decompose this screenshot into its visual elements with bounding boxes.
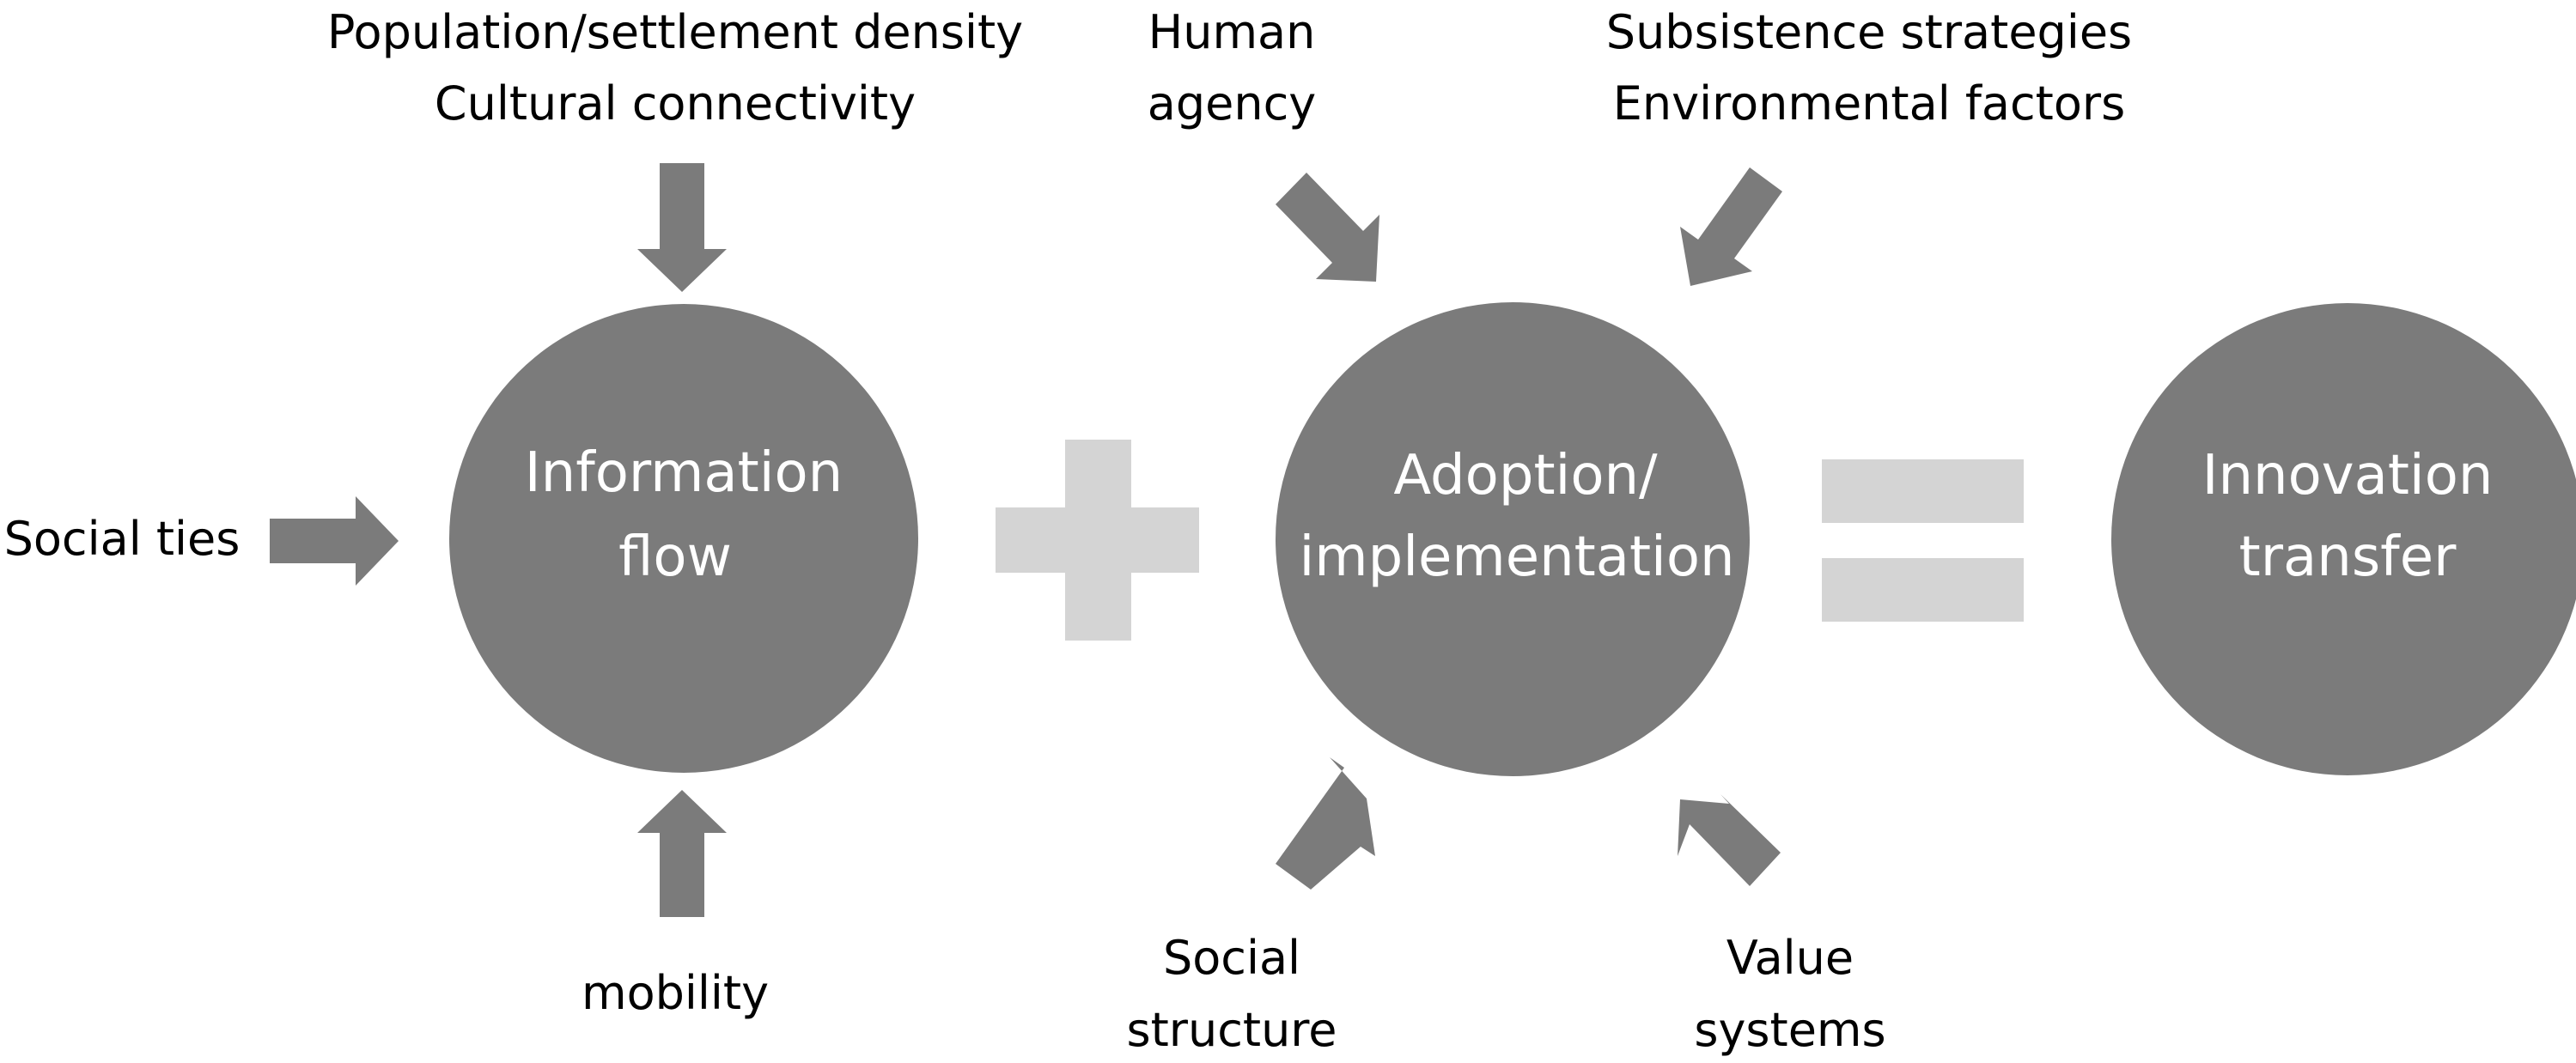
social-structure-arrow [1276,757,1375,890]
innovation-transfer-label: Innovation [2202,444,2494,507]
population-arrow [637,163,727,292]
value-systems-label: Value [1726,931,1854,985]
information-flow-circle [449,304,918,773]
subsistence-label: Subsistence strategies [1606,5,2132,59]
value-systems-label-line2: systems [1694,1003,1885,1057]
human-agency-label-line2: agency [1148,76,1316,131]
adoption-label: Adoption/ [1393,444,1658,507]
adoption-label-line2: implementation [1299,525,1734,589]
innovation-transfer-label-line2: transfer [2239,525,2457,589]
information-flow-label: Information [525,441,843,505]
environmental-factors-label: Environmental factors [1613,76,2125,131]
value-systems-arrow [1678,794,1781,886]
equals-icon [1822,459,2024,622]
social-ties-arrow [270,496,399,586]
mobility-label: mobility [582,966,769,1020]
social-structure-label: Social [1163,931,1300,985]
human-agency-arrow [1276,173,1379,282]
mobility-arrow [637,790,727,917]
plus-icon [996,440,1199,641]
adoption-implementation-circle [1276,302,1750,776]
cultural-connectivity-label: Cultural connectivity [435,76,916,131]
subsistence-arrow [1680,167,1782,286]
social-structure-label-line2: structure [1126,1003,1337,1057]
human-agency-label: Human [1148,5,1316,59]
social-ties-label: Social ties [4,512,241,566]
information-flow-label-line2: flow [618,525,732,589]
population-label: Population/settlement density [327,5,1023,59]
innovation-transfer-circle [2111,303,2576,775]
